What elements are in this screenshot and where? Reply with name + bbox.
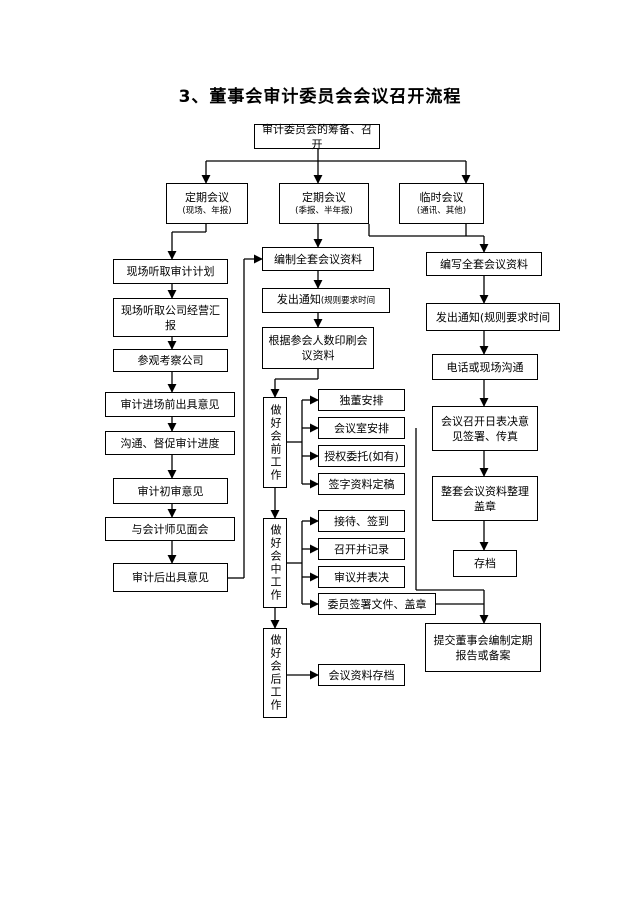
post-item-label: 会议资料存档 — [328, 668, 395, 682]
left-step-label: 审计初审意见 — [137, 484, 204, 498]
pre-item: 独董安排 — [318, 389, 405, 411]
post-item: 会议资料存档 — [318, 664, 405, 686]
left-step-label: 现场听取审计计划 — [126, 265, 215, 278]
preparation-box: 审计委员会的筹备、召开 — [254, 122, 380, 151]
right-step-label: 存档 — [474, 557, 496, 570]
category-regular-quarterly: 定期会议 (季报、半年报) — [279, 183, 369, 224]
left-step: 审计初审意见 — [113, 478, 228, 504]
final-report-label: 提交董事会编制定期报告或备案 — [433, 633, 533, 662]
during-item: 委员签署文件、盖章 — [318, 593, 436, 615]
pre-item-label: 独董安排 — [339, 393, 384, 407]
send-notice-box: 发出通知(规则要求时间 — [262, 288, 390, 313]
category-regular-annual: 定期会议 (现场、年报) — [166, 183, 248, 224]
during-item-label: 委员签署文件、盖章 — [327, 597, 427, 611]
category-note: (通讯、其他) — [416, 206, 467, 216]
during-item: 召开并记录 — [318, 538, 405, 560]
category-name: 定期会议 — [302, 191, 346, 204]
left-step: 审计进场前出具意见 — [105, 392, 235, 417]
category-temporary: 临时会议 (通讯、其他) — [399, 183, 484, 224]
pre-item-label: 授权委托(如有) — [324, 449, 399, 463]
during-item-label: 接待、签到 — [334, 514, 389, 528]
right-step: 会议召开日表决意见签署、传真 — [432, 406, 538, 451]
left-step-label: 沟通、督促审计进度 — [120, 436, 220, 450]
left-step-label: 审计进场前出具意见 — [120, 398, 220, 411]
left-step: 现场听取审计计划 — [113, 259, 228, 284]
pre-meeting-label: 做好会前工作 — [269, 403, 282, 482]
right-step-label: 会议召开日表决意见签署、传真 — [441, 414, 529, 443]
right-step: 发出通知(规则要求时间 — [426, 303, 560, 331]
right-step-label: 编写全套会议资料 — [440, 257, 528, 271]
left-step: 审计后出具意见 — [113, 563, 228, 592]
post-meeting-box: 做好会后工作 — [263, 628, 287, 718]
left-step-label: 现场听取公司经营汇报 — [121, 303, 220, 332]
left-step: 与会计师见面会 — [105, 517, 235, 541]
left-step-label: 审计后出具意见 — [132, 571, 209, 584]
left-step-label: 与会计师见面会 — [131, 522, 209, 536]
compile-materials-box: 编制全套会议资料 — [262, 247, 374, 271]
right-step: 编写全套会议资料 — [426, 252, 542, 276]
right-step: 电话或现场沟通 — [432, 354, 538, 380]
right-step: 整套会议资料整理盖章 — [432, 476, 538, 521]
notice-note: (规则要求时间 — [320, 296, 376, 306]
preparation-label: 审计委员会的筹备、召开 — [262, 122, 372, 151]
notice-text: 发出通知 — [276, 293, 321, 306]
left-step: 沟通、督促审计进度 — [105, 431, 235, 455]
right-step-label: 电话或现场沟通 — [446, 360, 524, 374]
pre-item-label: 签字资料定稿 — [328, 477, 395, 491]
pre-meeting-box: 做好会前工作 — [263, 397, 287, 488]
right-step: 存档 — [453, 550, 517, 577]
left-step: 现场听取公司经营汇报 — [113, 298, 228, 337]
during-meeting-label: 做好会中工作 — [269, 524, 282, 602]
left-step-label: 参观考察公司 — [137, 354, 204, 367]
category-name: 定期会议 — [185, 191, 229, 204]
during-item-label: 审议并表决 — [334, 570, 389, 584]
during-meeting-box: 做好会中工作 — [263, 518, 287, 608]
left-step: 参观考察公司 — [113, 349, 228, 372]
category-note: (现场、年报) — [182, 206, 232, 216]
pre-item: 签字资料定稿 — [318, 473, 405, 495]
category-note: (季报、半年报) — [295, 206, 353, 216]
right-step-label: 发出通知(规则要求时间 — [435, 310, 551, 324]
print-materials-box: 根据参会人数印刷会议资料 — [262, 327, 374, 369]
during-item: 接待、签到 — [318, 510, 405, 532]
pre-item-label: 会议室安排 — [334, 421, 389, 435]
pre-item: 会议室安排 — [318, 417, 405, 439]
right-step-label: 整套会议资料整理盖章 — [441, 484, 529, 513]
during-item: 审议并表决 — [318, 566, 405, 588]
page-title: 3、董事会审计委员会会议召开流程 — [178, 87, 462, 107]
print-materials-label: 根据参会人数印刷会议资料 — [268, 334, 368, 362]
category-name: 临时会议 — [419, 191, 464, 204]
pre-item: 授权委托(如有) — [318, 445, 405, 467]
final-report-box: 提交董事会编制定期报告或备案 — [425, 623, 541, 672]
compile-materials-label: 编制全套会议资料 — [274, 252, 362, 266]
during-item-label: 召开并记录 — [334, 542, 389, 556]
send-notice-label: 发出通知(规则要求时间 — [277, 292, 375, 309]
post-meeting-label: 做好会后工作 — [269, 634, 282, 712]
